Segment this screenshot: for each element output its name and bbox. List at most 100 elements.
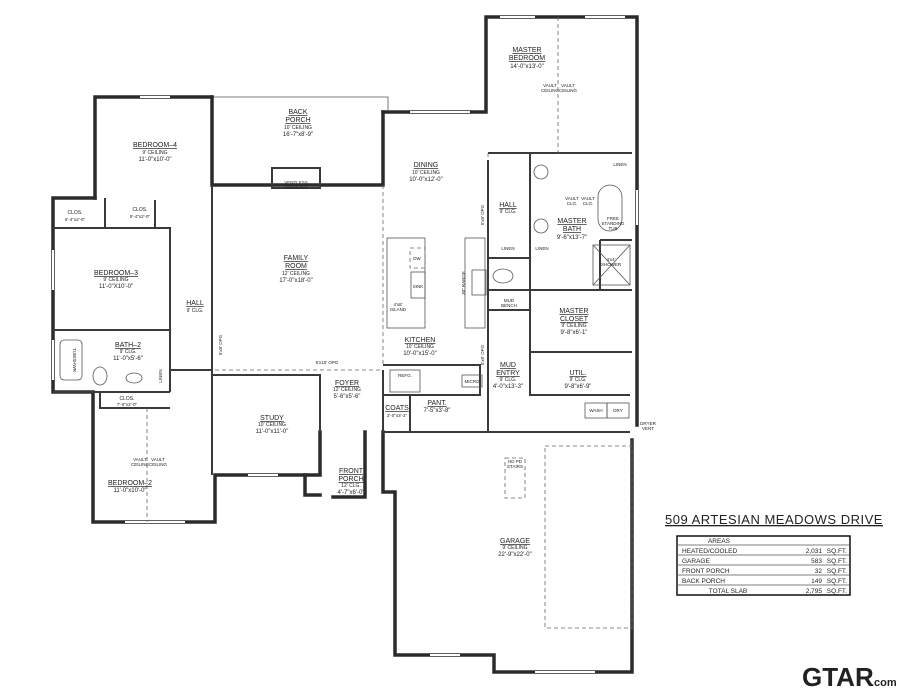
label: CEILING (541, 88, 560, 93)
room-name: BEDROOM–3 (94, 270, 138, 277)
room-ceiling: 12' CLG. (341, 483, 361, 489)
room-name: PORCH (338, 476, 363, 483)
room-name: HALL (499, 202, 517, 209)
room-master-bedroom: MASTER BEDROOM 14'-0"x13'-0" VAULT VAULT… (509, 47, 578, 93)
room-hall-west: HALL 9' CLG. (186, 300, 204, 314)
room-ceiling: 10' CEILING (258, 422, 286, 428)
room-name: CLOS. (119, 396, 134, 402)
row-value: 2,031 (806, 548, 823, 555)
room-pantry: PANT. 7'-5"x3'-8" (424, 400, 451, 414)
label: STAIRS (507, 464, 523, 469)
room-name: HALL (186, 300, 204, 307)
room-dims: 17'-0"x18'-0" (279, 278, 313, 284)
room-ceiling: 9' CLG. (120, 349, 137, 355)
tub-label: TUB/SHWR (72, 348, 77, 373)
table-header: AREAS (708, 538, 731, 545)
room-name: FRONT (339, 468, 364, 475)
room-dims: 11'-0"x5'-6" (113, 356, 143, 362)
logo-text: GTAR (802, 662, 874, 690)
room-ceiling: 9' CLG. (187, 308, 204, 314)
room-foyer: FOYER 12' CEILING 5'-6"x5'-6" (333, 380, 361, 400)
logo-suffix: .com (871, 677, 897, 689)
room-ceiling: 12' CEILING (282, 271, 310, 277)
row-value: 2,795 (806, 588, 823, 595)
row-label: GARAGE (682, 558, 710, 565)
label: VAULT (151, 457, 165, 462)
label: MICRO (465, 379, 480, 384)
table-row: BACK PORCH 149 SQ.FT. (682, 578, 847, 585)
label: CEILING (149, 462, 168, 467)
room-coats: COATS 2'-0"x3'-2" (385, 405, 409, 418)
label: CLG. (567, 201, 578, 206)
room-name: PANT. (427, 400, 446, 407)
label: VAULT (561, 83, 575, 88)
room-dims: 14'-0"x13'-0" (510, 64, 544, 70)
room-bedroom-3: BEDROOM–3 9' CEILING 11'-0"X10'-0" (94, 270, 138, 290)
room-name: MUD (500, 362, 516, 369)
room-name: MASTER (559, 308, 588, 315)
room-name: BEDROOM (509, 55, 545, 62)
openings: 5'x10' OPG 5'x8' OPG 5'x8' OPG 5'x8' OPG (218, 204, 485, 365)
room-master-bath: MASTER BATH 9'-6"x13'-7" VAULT VAULT CLG… (501, 162, 626, 251)
label: 5'x8' OPG (480, 344, 485, 365)
room-bedroom-4: BEDROOM–4 9' CEILING 11'-0"x10'-0" (133, 142, 177, 163)
room-dims: 9'-6"x13'-7" (557, 235, 587, 241)
gtar-logo: GTAR .com (802, 662, 897, 690)
label: DRYER (640, 421, 656, 426)
room-name: MASTER (557, 218, 586, 225)
room-ceiling: 9' CEILING (142, 150, 167, 156)
label: FREE (607, 216, 619, 221)
label: 5'x8' OPG (218, 334, 223, 355)
row-unit: SQ.FT. (827, 558, 847, 565)
room-bath-2: BATH–2 9' CLG. 11'-0"x5'-6" TUB/SHWR LIN… (72, 342, 163, 383)
room-dims: 9'-8"x6'-1" (561, 330, 588, 336)
room-ceiling: 10' CEILING (412, 170, 440, 176)
room-name: BACK (288, 109, 307, 116)
room-garage: GARAGE 9' CEILING 22'-9"x22'-0" (498, 538, 532, 558)
room-dims: 10'-0"x12'-0" (409, 177, 443, 183)
room-back-porch: BACK PORCH 10' CEILING 16'-7"x8'-9" (283, 109, 313, 138)
label: TUB (609, 226, 618, 231)
property-title: 509 ARTESIAN MEADOWS DRIVE (665, 512, 883, 527)
fireplace: VENTLESS FIREPLACE (283, 180, 308, 190)
label: VENT (642, 426, 654, 431)
label: CEILING (559, 88, 578, 93)
room-dims: 11'-0"x10'-0" (138, 157, 171, 163)
room-name: MASTER (512, 47, 541, 54)
label: ISLAND (390, 307, 407, 312)
room-name: KITCHEN (405, 337, 436, 344)
room-ceiling: 9' CLG. (500, 377, 517, 383)
room-name: PORCH (285, 117, 310, 124)
room-name: FOYER (335, 380, 359, 387)
room-dims: 4'-0"x13'-3" (493, 384, 523, 390)
label: 30" RANGE (461, 271, 466, 295)
room-name: BEDROOM–2 (108, 480, 152, 487)
room-name: COATS (385, 405, 409, 412)
linen-label: LINEN (613, 162, 626, 167)
room-dims: 11'-0"X10'-0" (99, 284, 133, 290)
room-master-closet: MASTER CLOSET 9' CEILING 9'-8"x6'-1" (559, 308, 588, 336)
table-row: FRONT PORCH 32 SQ.FT. (682, 568, 847, 575)
room-name: UTIL. (569, 370, 586, 377)
label: VAULT (133, 457, 147, 462)
linen-label: LINEN (501, 246, 514, 251)
room-dims: 11'-0"x10'-0" (113, 488, 146, 494)
room-name: GARAGE (500, 538, 530, 545)
room-name: BEDROOM–4 (133, 142, 177, 149)
room-name: CLOS. (67, 210, 82, 216)
free-standing-tub: FREE STANDING TUB (602, 216, 625, 231)
label: FIREPLACE (283, 185, 308, 190)
room-util: UTIL. 9' CLG. 9'-8"x6'-9" WASH DRY DRYER… (565, 370, 657, 431)
room-name: DINING (414, 162, 439, 169)
label: REFG. (398, 373, 412, 378)
label: DW (413, 256, 421, 261)
room-dims: 16'-7"x8'-9" (283, 132, 313, 138)
label: HD PD (508, 459, 523, 464)
room-dims: 11'-0"x11'-0" (256, 429, 289, 435)
label: VAULT (565, 196, 579, 201)
label: SHOWER (601, 262, 622, 267)
row-value: 32 (815, 568, 823, 575)
row-label: BACK PORCH (682, 578, 725, 585)
row-label: TOTAL SLAB (709, 588, 748, 595)
room-ceiling: 9' CEILING (561, 323, 586, 329)
